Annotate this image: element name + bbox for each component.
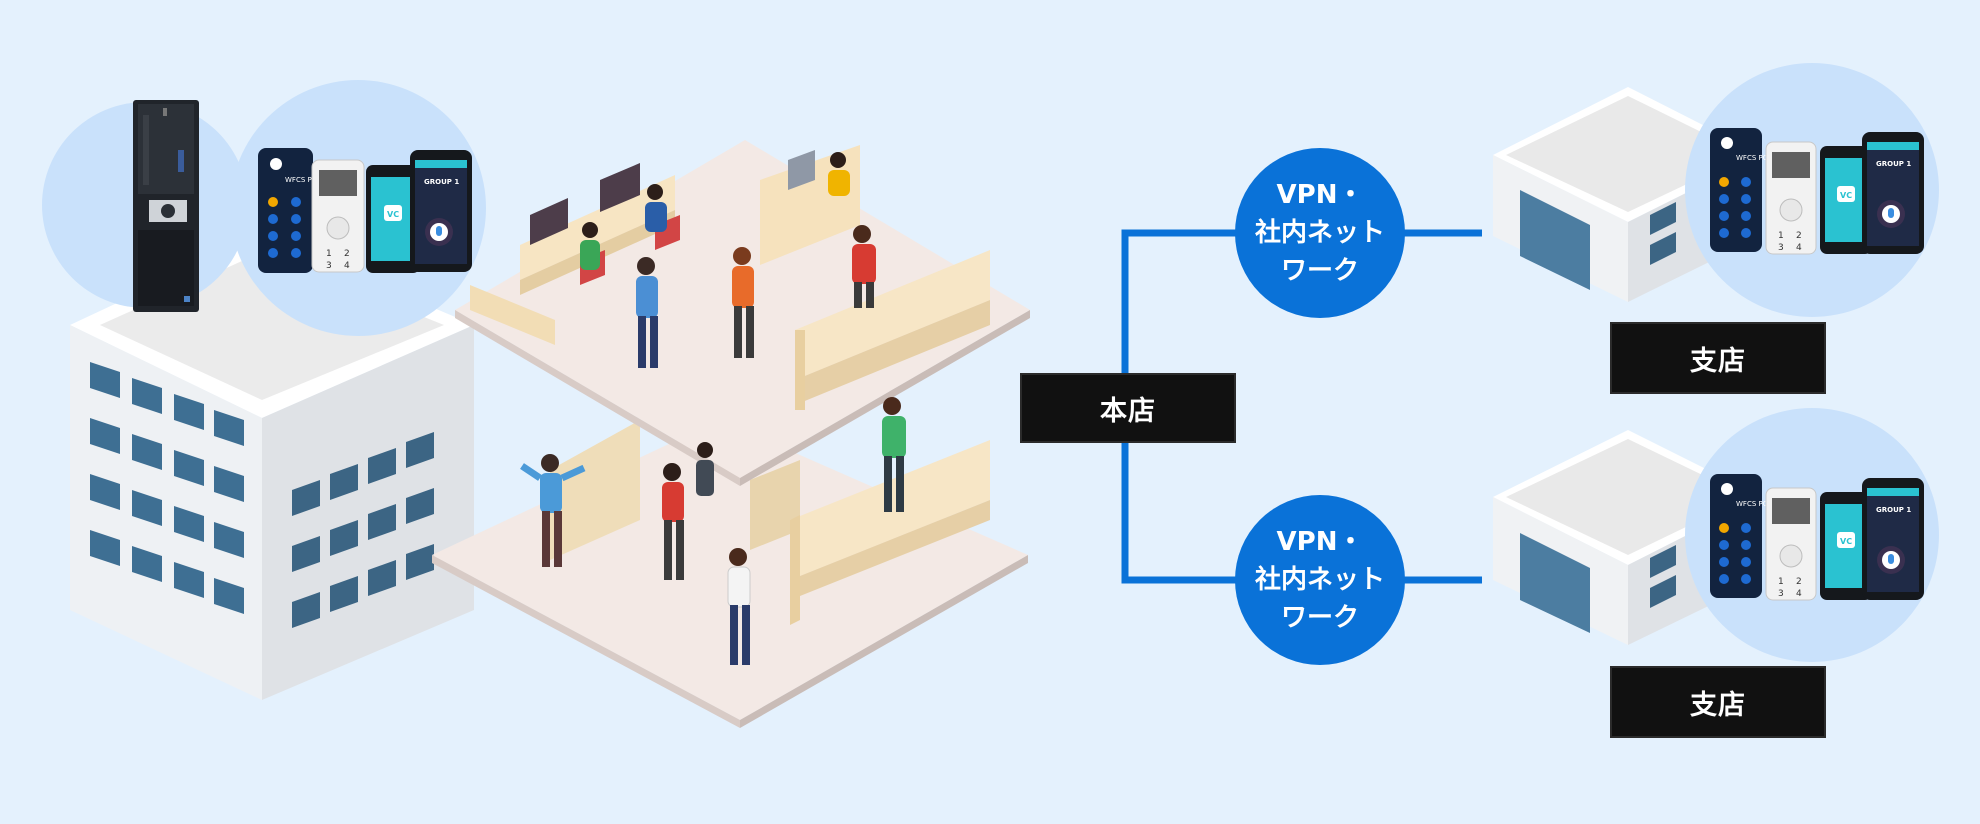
smartphone-icon: GROUP 1 [1862,132,1924,254]
vpn-network-node: VPN・ 社内ネット ワーク [1235,148,1405,318]
receiver-icon: 1 2 3 4 [1765,487,1817,601]
transmitter-icon: WFCS PC3 [1710,128,1772,252]
vpn-line: ワーク [1280,603,1359,633]
person-icon [580,222,600,270]
person-icon [520,454,586,567]
branch-device-group-2: WFCS PC3 1 2 3 4 VC GROUP 1 [1685,408,1939,662]
app-icon-text: VC [387,210,399,219]
smartphone-icon: GROUP 1 [1862,478,1924,600]
phone-screen-title: GROUP 1 [1876,506,1911,514]
keypad-key: 1 [326,249,332,259]
person-icon [636,257,658,368]
vpn-line: 社内ネット [1254,565,1385,595]
phone-screen-title: GROUP 1 [1876,160,1911,168]
headquarters-building [70,235,474,700]
transmitter-icon: WFCS PC3 [1710,474,1772,598]
headquarters-label: 本店 [1020,373,1236,443]
person-icon [662,463,684,580]
vpn-network-node: VPN・ 社内ネット ワーク [1235,495,1405,665]
transmitter-title: WFCS PC3 [1736,154,1772,162]
branch-device-group-1: WFCS PC3 1 2 3 4 VC GROUP 1 [1685,63,1939,317]
transmitter-title: WFCS PC3 [1736,500,1772,508]
smartphone-icon: VC [1820,492,1872,600]
people [520,152,906,665]
person-icon [645,184,667,232]
keypad-key: 1 [1778,231,1784,241]
smartphone-icon: VC [1820,146,1872,254]
person-icon [882,397,906,512]
vpn-line: 社内ネット [1254,218,1385,248]
receiver-icon: 1 2 3 4 [1765,141,1817,255]
smartphone-icon: VC [366,165,420,273]
keypad-key: 3 [1778,243,1784,253]
transmitter-title: WFCS PC3 [285,176,321,184]
branch-label: 支店 [1610,322,1826,394]
vpn-line: ワーク [1280,256,1359,286]
smartphone-icon: GROUP 1 [410,150,472,272]
person-icon [727,548,751,665]
keypad-key: 1 [1778,577,1784,587]
keypad-key: 4 [1796,589,1802,599]
phone-screen-title: GROUP 1 [424,178,459,186]
person-icon [852,225,876,308]
person-icon [732,247,754,358]
hq-device-group: WFCS PC3 1 2 3 4 VC GROUP 1 [42,80,486,336]
keypad-key: 4 [1796,243,1802,253]
branch-label: 支店 [1610,666,1826,738]
keypad-key: 2 [344,249,350,259]
person-icon [828,152,850,196]
keypad-key: 2 [1796,577,1802,587]
vpn-line: VPN・ [1276,180,1364,210]
transmitter-icon: WFCS PC3 [258,148,321,273]
receiver-icon: 1 2 3 4 [311,159,365,273]
person-icon [696,442,714,496]
keypad-key: 2 [1796,231,1802,241]
app-icon-text: VC [1840,191,1852,200]
vpn-line: VPN・ [1276,527,1364,557]
keypad-key: 3 [1778,589,1784,599]
keypad-key: 4 [344,261,350,271]
keypad-key: 3 [326,261,332,271]
pc-tower-icon [133,100,199,312]
app-icon-text: VC [1840,537,1852,546]
